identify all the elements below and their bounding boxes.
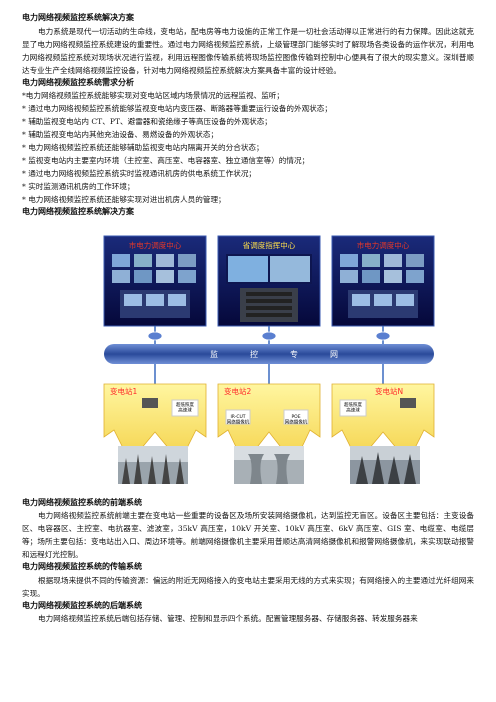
system-diagram: 市电力调度中心 省调度指挥中心 市电力调度中心 [100, 231, 438, 487]
station-links [154, 363, 384, 384]
station-label: 变电站1 [110, 386, 137, 396]
heading-transport: 电力网络视频监控系统的传输系统 [22, 562, 142, 571]
station-1: 变电站1 超低照度高速球 [103, 383, 207, 463]
heading-needs: 电力网络视频监控系统需求分析 [22, 77, 134, 87]
list-item: * 通过电力网络视频监控系统能够监视变电站内变压器、断路器等重要运行设备的外观状… [22, 104, 332, 113]
center-title: 市电力调度中心 [357, 240, 410, 250]
station-label: 变电站N [375, 386, 403, 396]
control-center-right: 市电力调度中心 [331, 235, 435, 326]
heading-solution: 电力网络视频监控系统解决方案 [22, 13, 134, 22]
center-title: 省调度指挥中心 [243, 240, 296, 250]
list-item: * 通过电力网络视频监控系统实时监视通讯机房的供电系统工作状况； [22, 169, 257, 178]
list-item: * 实时监测通讯机房的工作环境； [22, 182, 135, 191]
list-item: * 电力网络视频监控系统还能够实现对进出机房人员的管理； [22, 195, 226, 204]
network-label-char: 专 [290, 349, 298, 359]
camera-label: 超低照度高速球 [176, 401, 194, 414]
monitoring-network: 监 控 专 网 [104, 343, 434, 364]
frontend-paragraph: 电力网络视频监控系统前端主要在变电站一些重要的设备区及场所安装网络摄像机，达到监… [22, 511, 474, 559]
heading-frontend: 电力网络视频监控系统的前端系统 [22, 497, 142, 507]
network-label-char: 监 [210, 349, 218, 359]
router-icons [147, 331, 391, 340]
list-item: *电力网络视频监控系统能够实现对变电站区域内场景情况的远程监视、监听； [22, 91, 284, 100]
station-label: 变电站2 [224, 386, 251, 396]
transport-paragraph: 根据现场来提供不同的传输资源：偏远的附近无网络接入的变电站主要采用无线的方式来实… [22, 575, 474, 598]
list-item: * 监视变电站内主要室内环境（主控室、高压室、电容器室、独立通信室等）的情况； [22, 156, 310, 165]
heading-diagram: 电力网络视频监控系统解决方案 [22, 207, 134, 216]
heading-backend: 电力网络视频监控系统的后端系统 [22, 600, 142, 610]
backend-paragraph: 电力网络视频监控系统后端包括存储、管理、控制和显示四个系统。配置管理服务器、存储… [38, 614, 418, 623]
list-item: * 辅助监视变电站内其他充油设备、易燃设备的外观状态； [22, 130, 219, 139]
network-label-char: 控 [250, 349, 258, 359]
center-title: 市电力调度中心 [129, 240, 182, 250]
intro-paragraph: 电力系统是现代一切活动的生命线，变电站，配电房等电力设施的正常工作是一切社会活动… [22, 26, 474, 75]
list-item: * 辅助监视变电站内 CT、PT、避雷器和瓷绝缘子等高压设备的外观状态； [22, 117, 272, 126]
camera-label: 超低照度高速球 [344, 401, 362, 414]
control-center-left: 市电力调度中心 [103, 235, 207, 326]
list-item: * 电力网络视频监控系统还能够辅助监视变电站内隔离开关的分合状态； [22, 143, 264, 152]
substation-photos [118, 445, 420, 484]
needs-list: *电力网络视频监控系统能够实现对变电站区域内场景情况的远程监视、监听； * 通过… [22, 89, 474, 206]
network-label-char: 网 [330, 350, 338, 359]
control-center-middle: 省调度指挥中心 [217, 235, 321, 326]
